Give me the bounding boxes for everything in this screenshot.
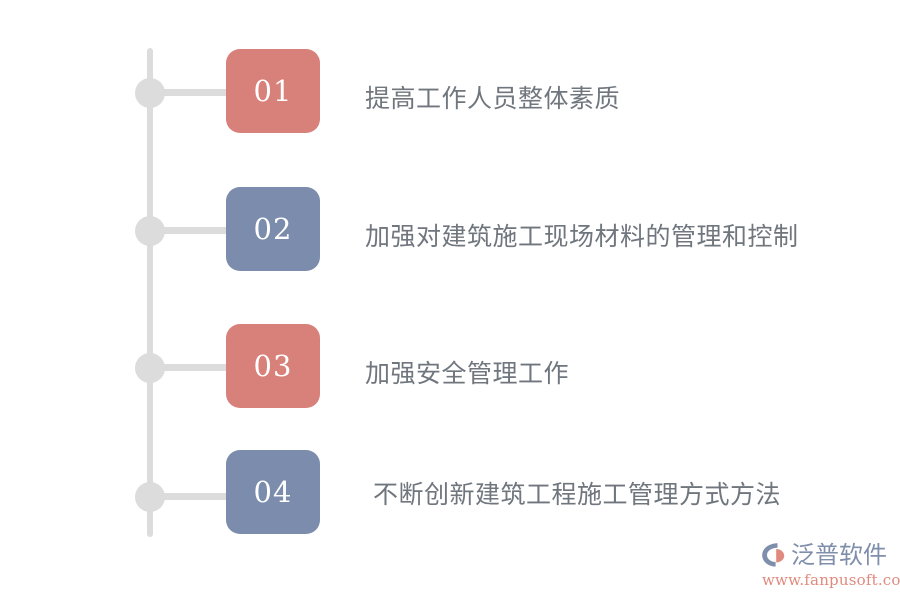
timeline-connector (163, 493, 229, 500)
timeline-connector (163, 89, 229, 96)
timeline-item-01[interactable]: 01 提高工作人员整体素质 (0, 45, 900, 141)
timeline-item-02[interactable]: 02 加强对建筑施工现场材料的管理和控制 (0, 183, 900, 279)
timeline-connector (163, 364, 229, 371)
timeline-item-03[interactable]: 03 加强安全管理工作 (0, 320, 900, 416)
timeline-node-dot (135, 216, 165, 246)
timeline-node-dot (135, 353, 165, 383)
step-label: 不断创新建筑工程施工管理方式方法 (373, 480, 782, 509)
timeline-spine (147, 48, 153, 537)
step-number-badge: 02 (226, 187, 320, 271)
timeline-item-04[interactable]: 04 不断创新建筑工程施工管理方式方法 (0, 450, 900, 546)
timeline-node-dot (135, 482, 165, 512)
brand-watermark: 泛普软件 www.fanpusoft.com (760, 540, 900, 592)
step-label: 提高工作人员整体素质 (365, 84, 621, 113)
brand-lockup: 泛普软件 (760, 540, 895, 570)
fanpu-swoosh-icon (760, 542, 788, 568)
brand-name: 泛普软件 (791, 541, 887, 569)
step-label: 加强安全管理工作 (365, 359, 570, 388)
timeline-connector (163, 227, 229, 234)
step-number-badge: 03 (226, 324, 320, 408)
step-label: 加强对建筑施工现场材料的管理和控制 (365, 222, 799, 251)
brand-url: www.fanpusoft.com (762, 571, 900, 589)
step-number-badge: 01 (226, 49, 320, 133)
timeline-node-dot (135, 78, 165, 108)
step-number-badge: 04 (226, 450, 320, 534)
